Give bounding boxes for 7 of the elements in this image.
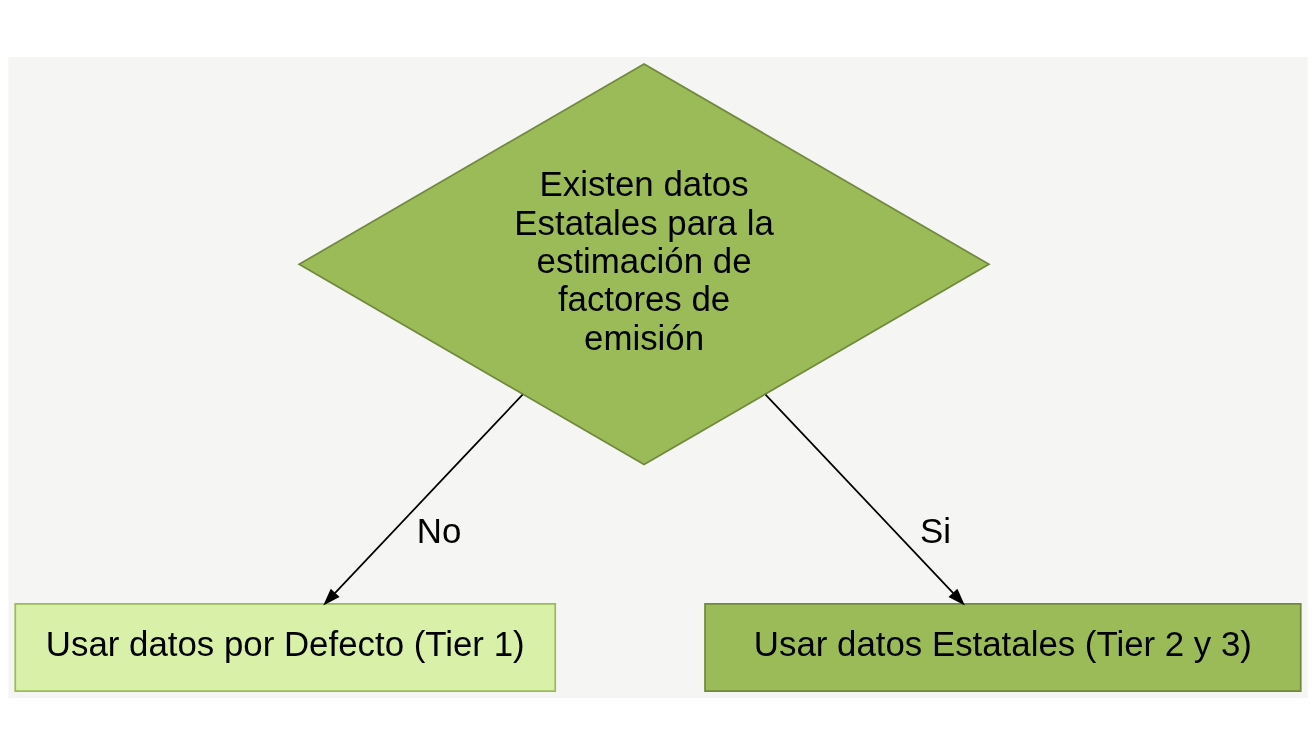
arrow (323, 393, 524, 606)
arrow (764, 393, 965, 606)
node-diamond: Existen datos Estatales para la estimación de factores de emisión (297, 62, 991, 466)
edge-label: No (416, 510, 462, 550)
edge-label: Si (919, 510, 951, 550)
node-box: Usar datos Estatales (Tier 2 y 3) (704, 603, 1302, 692)
node-box: Usar datos por Defecto (Tier 1) (14, 603, 557, 692)
